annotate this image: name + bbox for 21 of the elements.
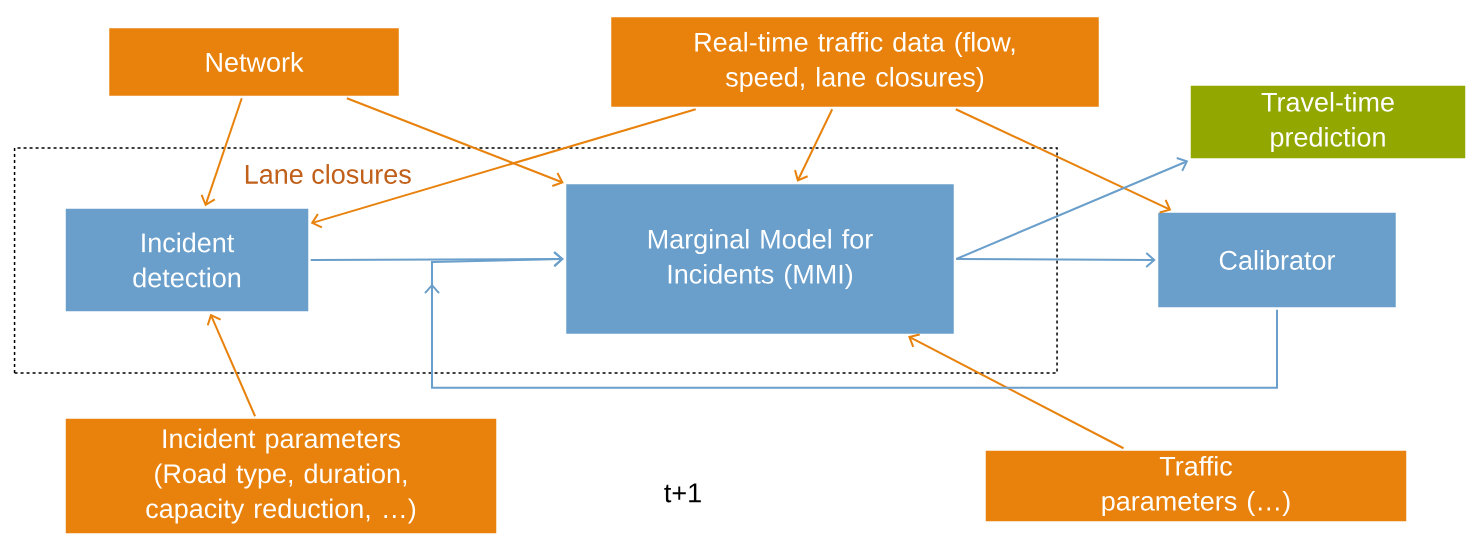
arrow (908, 333, 1125, 450)
arrow (954, 108, 1172, 214)
input-box: Incident parameters (Road type, duration, capacity reduction, …) (63, 416, 499, 536)
input-box: Network (106, 25, 402, 99)
time-step-label: t+1 (664, 483, 701, 503)
output-box: Travel-time prediction (1188, 83, 1468, 161)
process-box: Incident detection (63, 206, 311, 314)
dashed-frame (13, 147, 1058, 374)
input-box: Traffic parameters (…) (983, 448, 1409, 524)
arrow (206, 313, 257, 418)
process-box: Calibrator (1155, 210, 1399, 310)
input-box: Real-time traffic data (flow, speed, lane closures) (608, 14, 1102, 110)
arrow (424, 251, 1278, 389)
arrow (955, 157, 1189, 260)
arrow (310, 108, 697, 229)
arrow (345, 97, 564, 187)
frame-title: Lane closures (245, 164, 411, 184)
process-box: Marginal Model for Incidents (MMI) (563, 181, 957, 337)
arrow (955, 251, 1156, 268)
arrow (200, 97, 243, 207)
arrow (794, 108, 834, 182)
